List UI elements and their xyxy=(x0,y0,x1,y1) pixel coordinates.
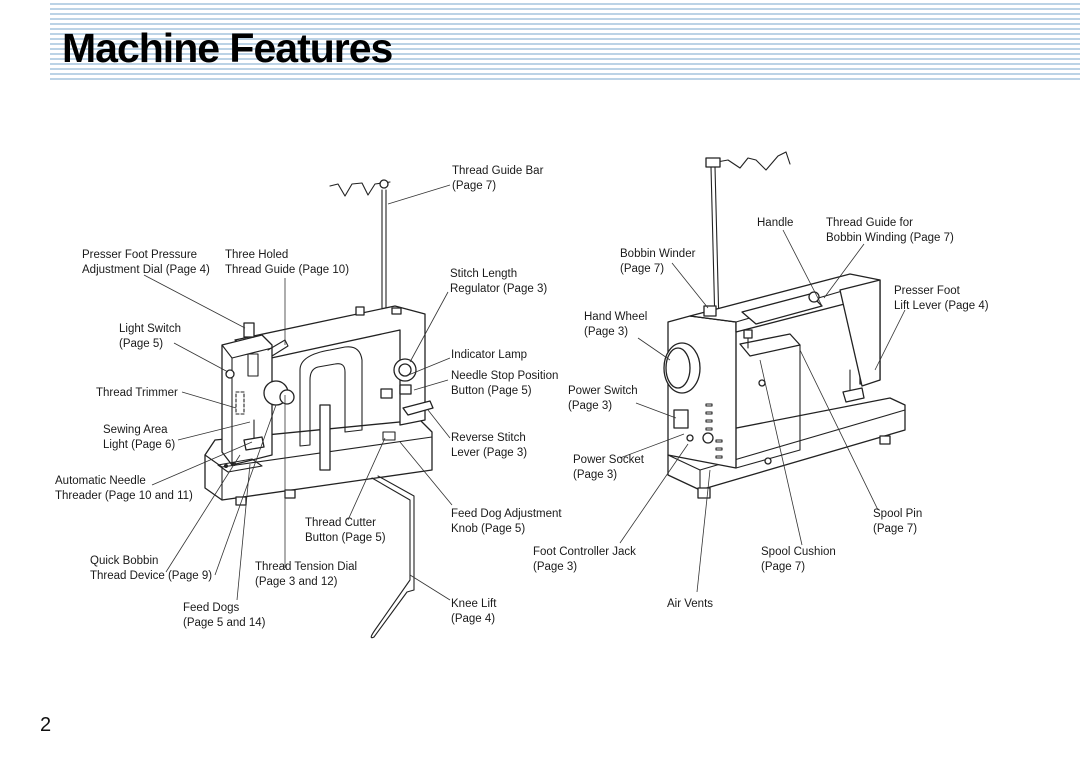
label-thread-tension-dial: Thread Tension Dial(Page 3 and 12) xyxy=(255,561,358,588)
label-thread-guide-bar: Thread Guide Bar(Page 7) xyxy=(452,165,544,192)
page-title: Machine Features xyxy=(62,25,393,71)
rear-machine-illustration xyxy=(663,151,906,499)
label-light-switch: Light Switch(Page 5) xyxy=(119,323,182,350)
header-stripes xyxy=(50,0,1080,82)
label-feed-dogs: Feed Dogs(Page 5 and 14) xyxy=(183,602,266,629)
label-power-switch: Power Switch(Page 3) xyxy=(568,385,638,412)
page-number: 2 xyxy=(40,714,52,736)
label-spool-pin: Spool Pin(Page 7) xyxy=(873,508,923,535)
front-machine-illustration xyxy=(204,179,434,639)
label-bobbin-winder: Bobbin Winder(Page 7) xyxy=(620,248,696,275)
label-thread-trimmer: Thread Trimmer xyxy=(96,387,178,399)
label-air-vents: Air Vents xyxy=(667,598,714,610)
label-power-socket: Power Socket(Page 3) xyxy=(573,454,644,481)
leader-lines xyxy=(143,184,906,601)
label-indicator-lamp: Indicator Lamp xyxy=(451,349,528,361)
label-foot-controller-jack: Foot Controller Jack(Page 3) xyxy=(533,546,636,573)
label-handle: Handle xyxy=(757,217,794,229)
label-spool-cushion: Spool Cushion(Page 7) xyxy=(761,546,836,573)
label-knee-lift: Knee Lift(Page 4) xyxy=(451,598,497,625)
label-hand-wheel: Hand Wheel(Page 3) xyxy=(584,311,648,338)
